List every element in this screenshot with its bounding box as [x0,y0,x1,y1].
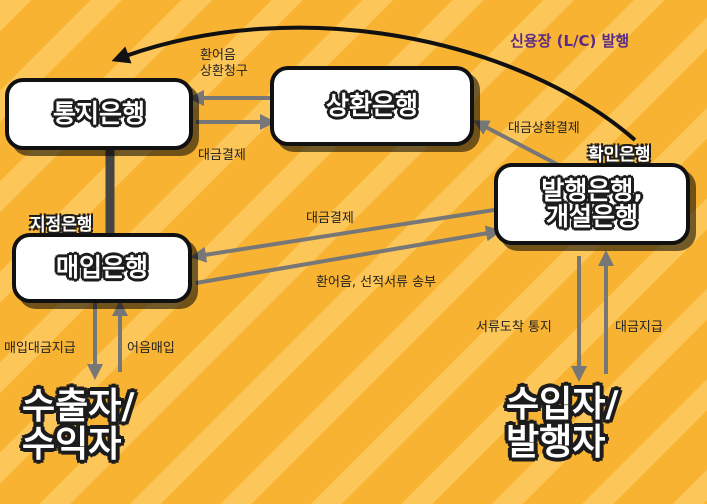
party-importer: 수입자/ 발행자 [506,384,619,463]
node-negotiating-bank-label: 매입은행 [55,252,148,282]
label-draft-docs-send: 환어음, 선적서류 송부 [316,275,437,290]
arrow-negotiating-to-issuing [195,225,502,285]
arrow-issuing-to-reimbursing [472,120,569,172]
label-draft-reimbursement-claim: 환어음 상환청구 [200,48,248,80]
lc-issuance-arrow [111,25,637,142]
label-bill-purchase: 어음매입 [127,341,175,356]
node-reimbursing-bank: 상환은행 [270,66,474,146]
diagram-title: 신용장 (L/C) 발행 [510,32,630,50]
role-confirming-bank: 확인은행 [588,145,651,165]
label-docs-arrival-notice: 서류도착 통지 [476,320,552,335]
label-importer-payment: 대금지급 [615,320,663,335]
role-nominated-bank: 지정은행 [30,215,93,235]
node-negotiating-bank: 매입은행 [12,233,192,303]
node-advising-bank: 통지은행 [5,78,193,150]
label-payment-issuing: 대금결제 [306,211,354,226]
arrow-issuing-to-negotiating [190,208,495,263]
node-issuing-bank: 발행은행, 개설은행 [494,163,690,245]
label-payment-advising: 대금결제 [198,148,246,163]
label-negotiation-payment: 매입대금지급 [4,341,76,356]
node-reimbursing-bank-label: 상환은행 [325,90,418,120]
node-advising-bank-label: 통지은행 [52,98,145,128]
node-issuing-bank-label: 발행은행, 개설은행 [541,175,643,231]
party-exporter: 수출자/ 수익자 [22,386,135,465]
label-reimbursement-settlement: 대금상환결제 [508,121,580,136]
